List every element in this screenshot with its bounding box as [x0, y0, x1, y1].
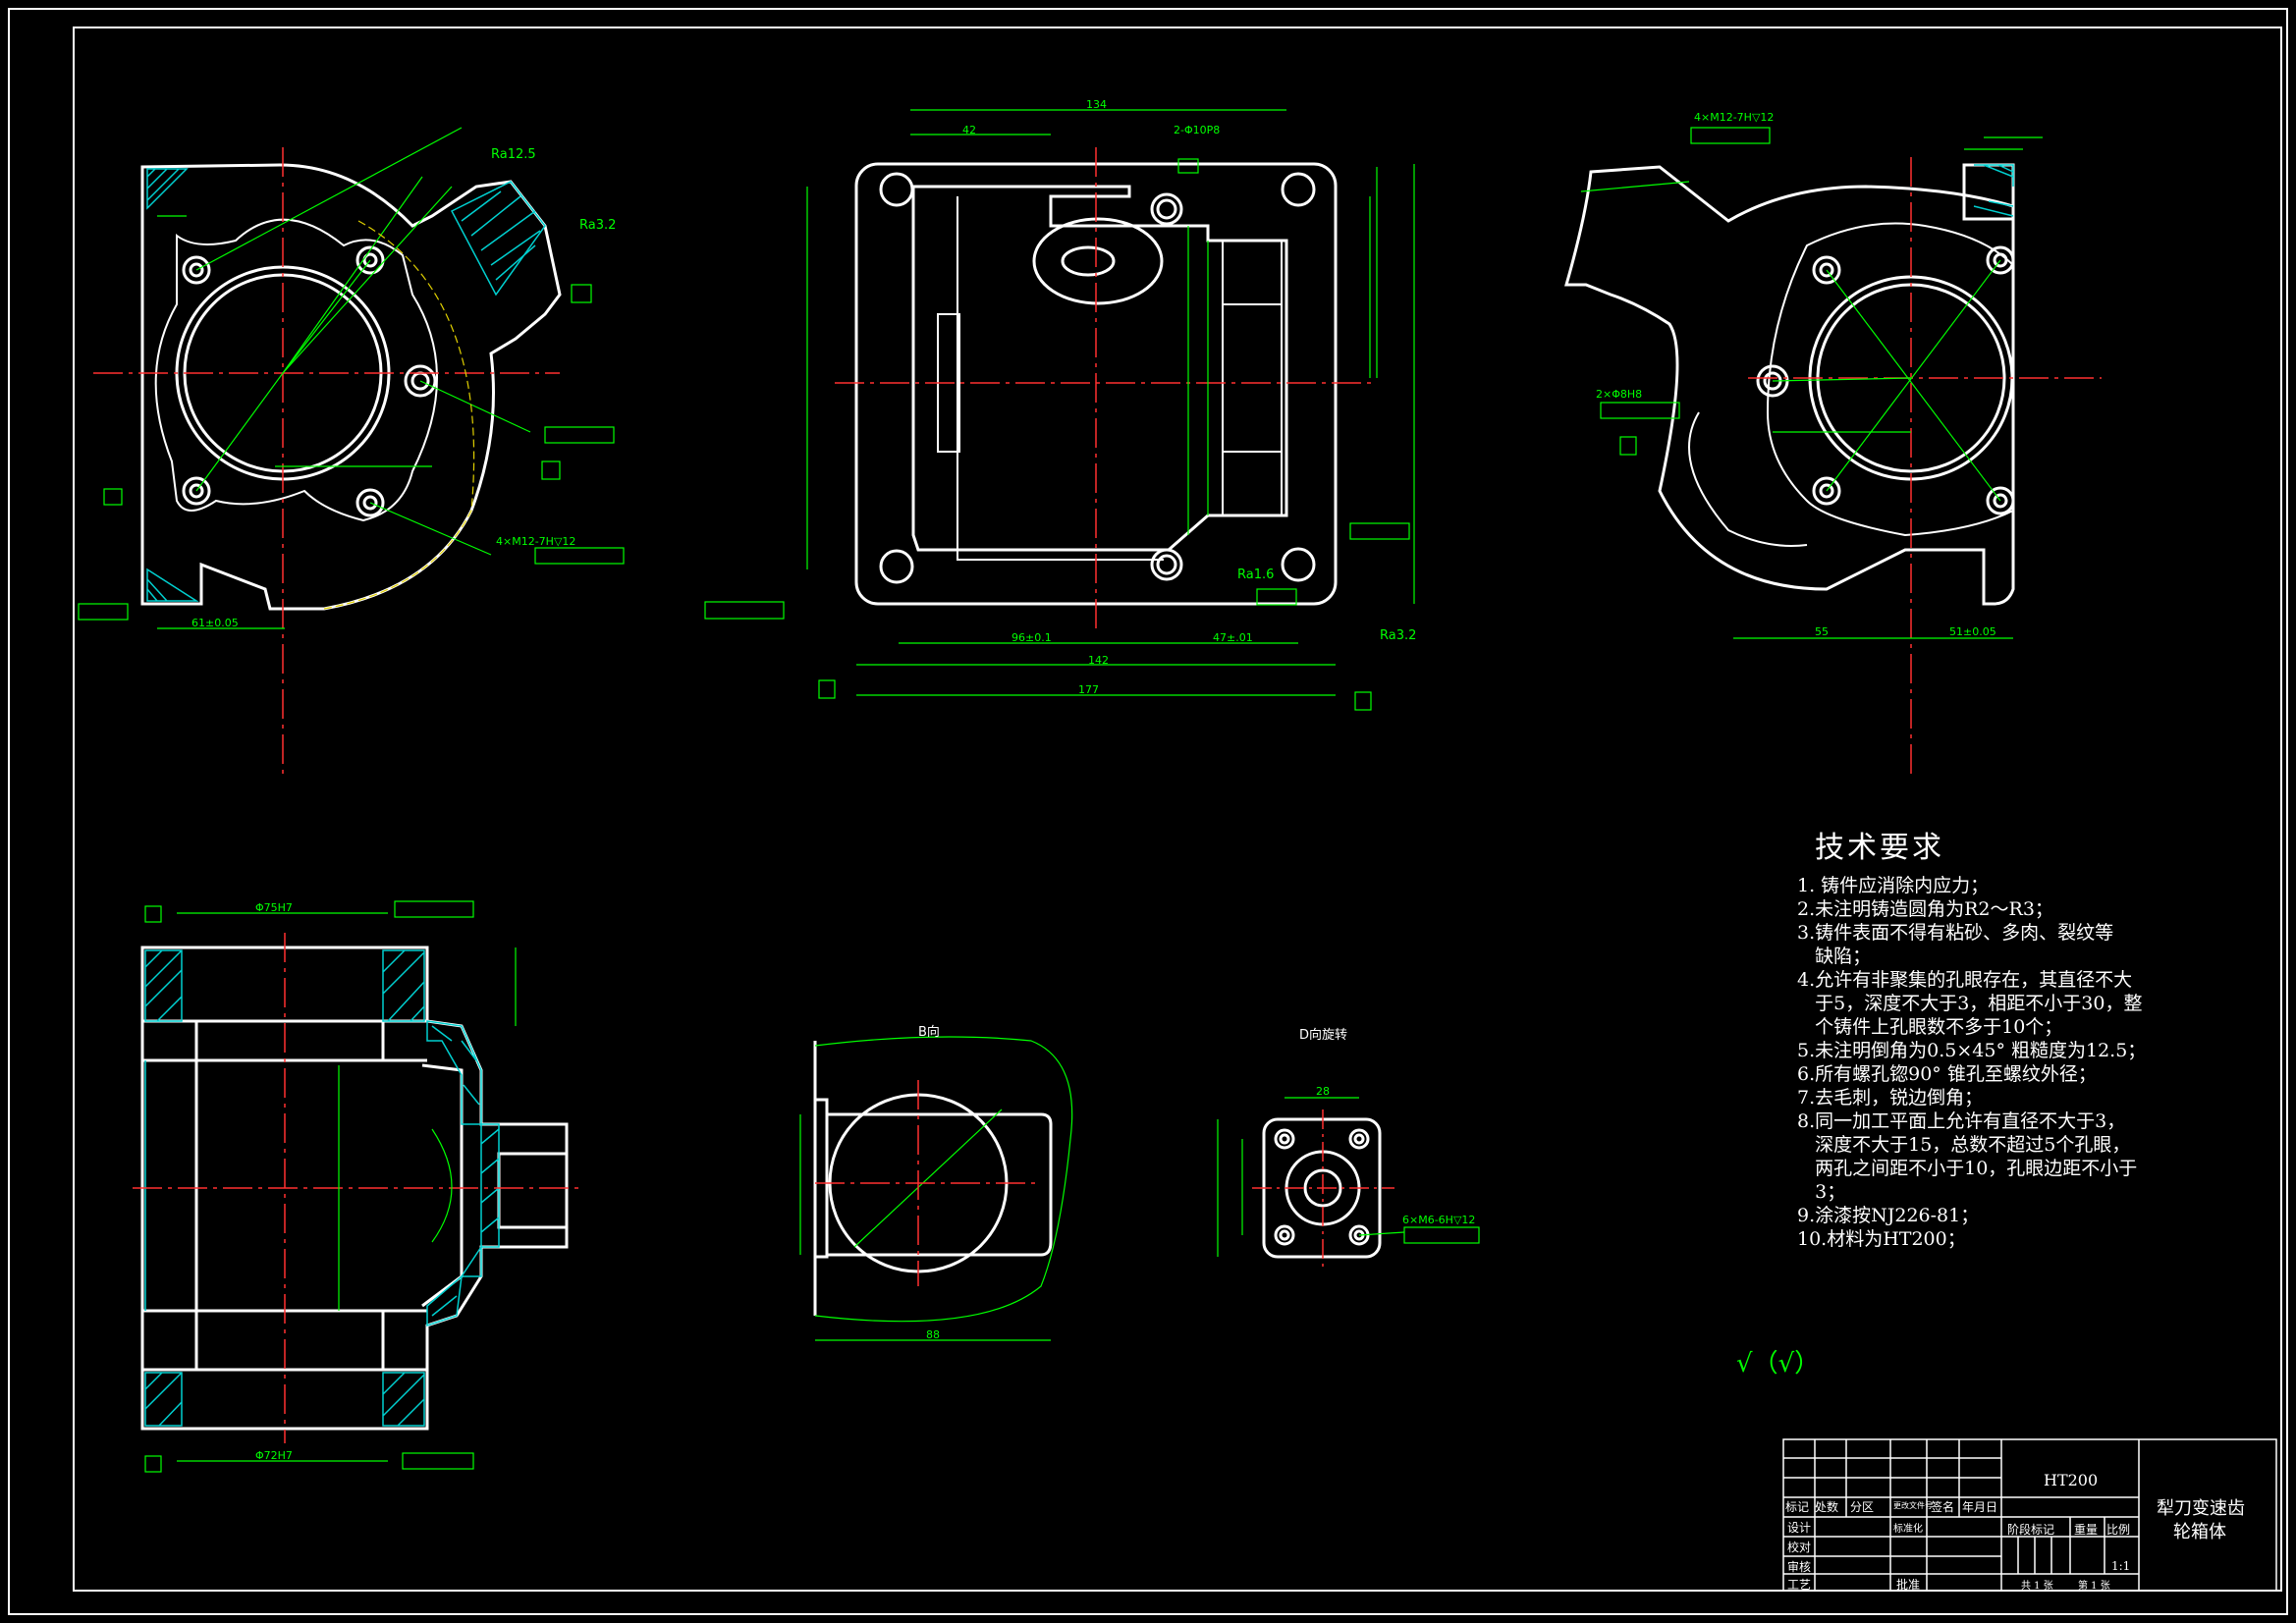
b-view	[813, 1041, 1053, 1316]
title-block: HT200 犁刀变速齿 轮箱体 标记 处数 分区 更改文件号 签名 年月日 设计…	[1783, 1439, 2276, 1592]
dim-top-47: 47±.01	[1213, 631, 1253, 644]
title-block-grid	[1782, 1438, 2277, 1592]
tb-approve: 批准	[1896, 1578, 1921, 1592]
dim-left-ra125: Ra12.5	[491, 147, 536, 162]
dim-b-88: 88	[926, 1328, 940, 1341]
tech-item: 8.同一加工平面上允许有直径不大于3，	[1797, 1110, 2126, 1132]
dim-left-m12: 4×M12-7H▽12	[496, 535, 576, 548]
view-label-d: D向旋转	[1299, 1028, 1348, 1043]
dim-top-142: 142	[1088, 654, 1109, 667]
tb-scale-value: 1:1	[2111, 1559, 2131, 1573]
tech-item: 6.所有螺孔锪90° 锥孔至螺纹外径；	[1797, 1063, 2097, 1085]
dim-left-61: 61±0.05	[191, 617, 239, 629]
dim-top-134: 134	[1086, 98, 1107, 111]
tech-item: 个铸件上孔眼数不多于10个；	[1797, 1016, 2063, 1038]
part-name-line1: 犁刀变速齿	[2157, 1498, 2245, 1519]
part-name-line2: 轮箱体	[2173, 1522, 2226, 1542]
tech-item: 2.未注明铸造圆角为R2～R3；	[1797, 898, 2053, 920]
outer-border	[8, 8, 2288, 1615]
b-view-lines	[799, 1036, 1073, 1341]
tb-header-doc: 更改文件号	[1893, 1501, 1933, 1510]
section-view-centerlines	[133, 933, 579, 1443]
b-view-centerlines	[815, 1080, 1041, 1286]
dim-top-ra32: Ra3.2	[1380, 628, 1417, 643]
tb-weight: 重量	[2074, 1523, 2099, 1537]
material-label: HT200	[2044, 1471, 2099, 1489]
tech-item: 1. 铸件应消除内应力；	[1797, 875, 1990, 896]
dim-top-42: 42	[962, 124, 976, 136]
tb-header-sign: 签名	[1931, 1500, 1955, 1514]
inner-border	[73, 27, 2282, 1592]
tech-item: 10.材料为HT200；	[1797, 1228, 1966, 1250]
tech-item: 于5，深度不大于3，相距不小于30，整	[1797, 993, 2143, 1014]
dim-left-ra32: Ra3.2	[579, 218, 617, 233]
d-view-dims	[1217, 1097, 1480, 1257]
tb-standardize: 标准化	[1893, 1524, 1923, 1535]
dim-top-ra16: Ra1.6	[1237, 568, 1275, 582]
section-view	[140, 946, 569, 1431]
right-view	[1564, 163, 2015, 606]
dim-right-51: 51±0.05	[1949, 625, 1996, 638]
surface-roughness-symbol: √（√）	[1736, 1349, 1821, 1379]
dim-d-m6: 6×M6-6H▽12	[1402, 1214, 1476, 1226]
dim-right-2xphi8: 2×Φ8H8	[1596, 388, 1643, 401]
tech-item: 7.去毛刺，锐边倒角；	[1797, 1087, 1984, 1109]
tech-requirements: 技术要求 1. 铸件应消除内应力； 2.未注明铸造圆角为R2～R3； 3.铸件表…	[1797, 823, 2146, 1251]
d-view-centerlines	[1252, 1109, 1394, 1271]
tb-stage-mark: 阶段标记	[2007, 1523, 2055, 1537]
dim-top-96: 96±0.1	[1011, 631, 1052, 644]
tech-requirements-title: 技术要求	[1815, 831, 1944, 865]
tb-header-mark: 标记	[1785, 1500, 1810, 1514]
dim-top-holes: 2-Φ10P8	[1174, 124, 1221, 136]
tech-item: 4.允许有非聚集的孔眼存在，其直径不大	[1797, 969, 2133, 991]
view-label-b: B向	[918, 1025, 940, 1040]
left-view-dims	[78, 127, 625, 629]
tb-row-check: 校对	[1787, 1541, 1812, 1554]
tb-row-design: 设计	[1787, 1521, 1812, 1535]
dim-right-55: 55	[1815, 625, 1829, 638]
tb-header-count: 处数	[1815, 1500, 1839, 1514]
right-view-centerlines	[1748, 157, 2102, 776]
dim-section-phi72: Φ72H7	[255, 1449, 293, 1462]
tb-row-process: 工艺	[1787, 1578, 1812, 1592]
tb-row-review: 审核	[1787, 1560, 1812, 1574]
right-view-dims	[1580, 127, 2043, 639]
left-view-hatch	[146, 168, 546, 602]
dim-right-m12: 4×M12-7H▽12	[1694, 111, 1775, 124]
tb-sheet-no: 第 1 张	[2078, 1581, 2110, 1592]
tb-scale: 比例	[2106, 1523, 2131, 1537]
tb-header-date: 年月日	[1962, 1500, 1998, 1514]
tb-header-zone: 分区	[1850, 1500, 1875, 1514]
top-view-centerlines	[835, 147, 1375, 628]
tech-item: 深度不大于15，总数不超过5个孔眼，	[1797, 1134, 2131, 1156]
tech-item: 5.未注明倒角为0.5×45° 粗糙度为12.5；	[1797, 1040, 2147, 1061]
left-view-centerlines	[93, 147, 560, 776]
section-view-dims	[144, 900, 517, 1473]
tech-item: 3；	[1797, 1181, 1846, 1203]
top-view-dims	[704, 109, 1415, 711]
tech-item: 9.涂漆按NJ226-81；	[1797, 1205, 1980, 1226]
section-view-hatch	[144, 949, 500, 1427]
dim-section-phi75: Φ75H7	[255, 901, 293, 914]
tech-item: 缺陷；	[1797, 946, 1872, 967]
tech-item: 3.铸件表面不得有粘砂、多肉、裂纹等	[1797, 922, 2114, 944]
right-view-hatch	[1973, 164, 2014, 217]
tech-item: 两孔之间距不小于10，孔眼边距不小于	[1797, 1158, 2138, 1179]
dim-d-28: 28	[1316, 1085, 1330, 1098]
tb-sheets-total: 共 1 张	[2021, 1581, 2053, 1592]
dim-top-177: 177	[1078, 683, 1099, 696]
